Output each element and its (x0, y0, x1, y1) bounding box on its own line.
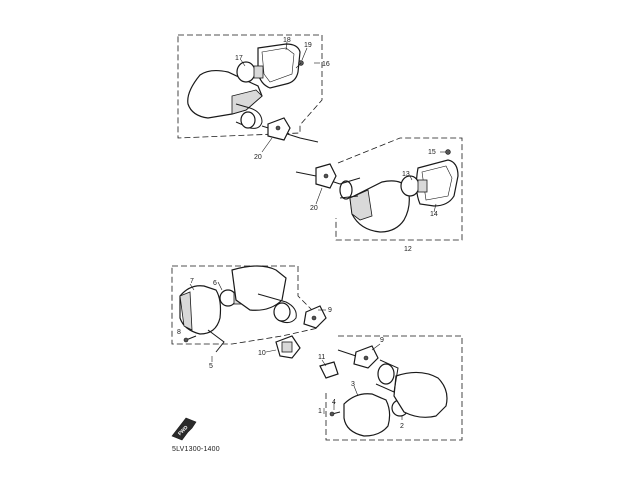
callout-10: 10 (258, 350, 266, 357)
callout-20-top: 20 (254, 154, 262, 161)
bulb-17-base (253, 65, 264, 79)
stem-5 (273, 302, 291, 322)
assembly-16-group (177, 34, 323, 153)
lens-16-shading (231, 89, 263, 115)
forward-arrow-icon: FWD (171, 417, 197, 441)
callout-12: 12 (404, 246, 412, 253)
diagram-code: 5LV1300-1400 (172, 446, 220, 453)
bulb-13 (400, 175, 420, 197)
assembly-1-boundary (325, 335, 463, 441)
bulb-17 (236, 61, 256, 83)
callout-9-lower: 9 (380, 337, 384, 344)
callout-19: 19 (304, 42, 312, 49)
housing-1 (393, 371, 448, 418)
callout-5: 5 (209, 363, 213, 370)
wire-1 (337, 349, 357, 357)
callout-15: 15 (428, 149, 436, 156)
assembly-5-boundary (171, 265, 319, 345)
callout-17: 17 (235, 55, 243, 62)
callout-3: 3 (351, 381, 355, 388)
screw-15 (445, 149, 451, 155)
callout-16: 16 (322, 61, 330, 68)
lens-3 (343, 393, 391, 437)
callout-9-upper: 9 (328, 307, 332, 314)
callout-20-lower: 20 (310, 205, 318, 212)
housing-5 (231, 265, 287, 311)
callout-2: 2 (400, 423, 404, 430)
callout-11: 11 (318, 354, 325, 361)
part-11 (319, 361, 339, 379)
assembly-12-boundary (335, 137, 463, 241)
callout-14: 14 (430, 211, 438, 218)
callout-7: 7 (190, 278, 194, 285)
stem-16 (235, 103, 263, 129)
callout-13: 13 (402, 171, 410, 178)
assembly-5-group (171, 265, 327, 362)
callout-4: 4 (332, 399, 336, 406)
callout-1: 1 (318, 408, 322, 415)
assembly-12-group (295, 137, 463, 241)
assembly-1-group (319, 335, 463, 441)
callout-18: 18 (283, 37, 291, 44)
stem-1 (377, 363, 395, 385)
assembly-16-boundary (177, 34, 323, 139)
stem-16-end (240, 111, 256, 129)
wire-5 (207, 329, 225, 353)
callout-8: 8 (177, 329, 181, 336)
stem-12 (339, 180, 353, 200)
rear-housing-18 (257, 43, 301, 89)
callout-6: 6 (213, 280, 217, 287)
